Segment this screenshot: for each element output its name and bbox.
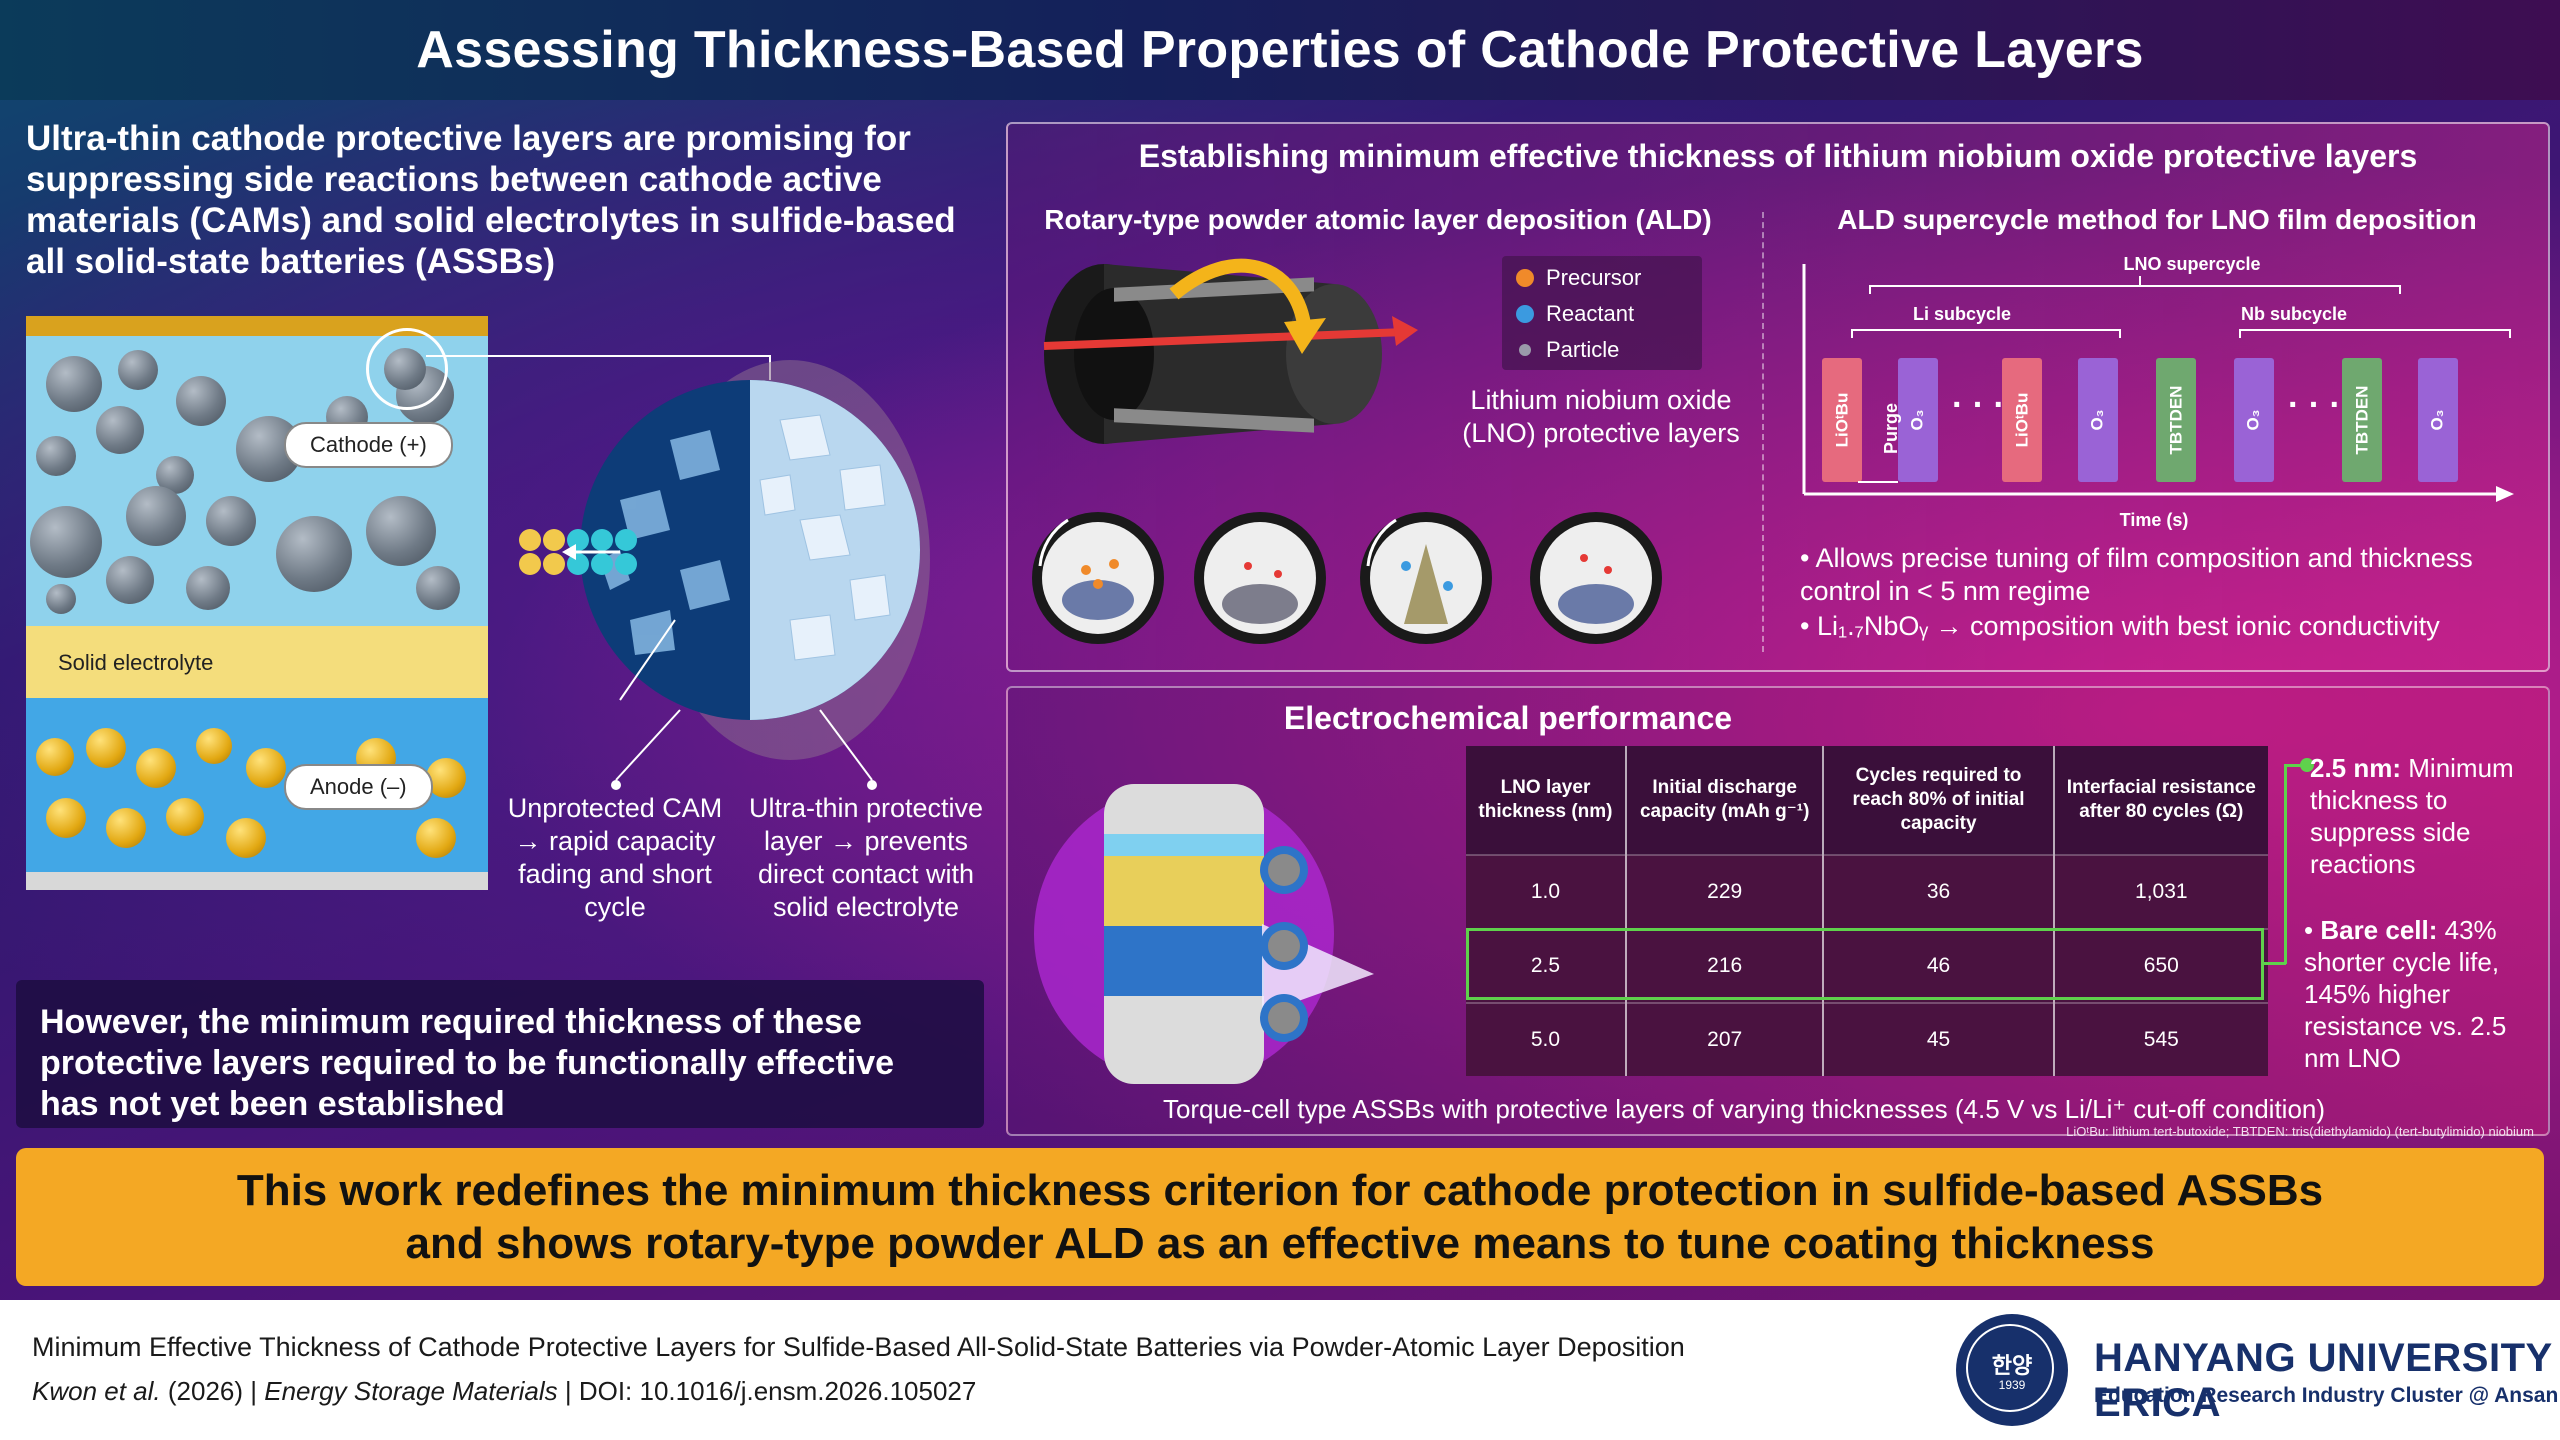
- particle-icon: [1519, 344, 1531, 356]
- solid-electrolyte-layer: Solid electrolyte: [26, 626, 488, 698]
- header-thickness: LNO layer thickness (nm): [1466, 746, 1627, 855]
- cathode-label: Cathode (+): [284, 422, 453, 468]
- o3-bar-1: O₃: [1898, 358, 1938, 482]
- ald-process-steps: [1032, 512, 1662, 644]
- ald-panel-title: Establishing minimum effective thickness…: [1138, 138, 2418, 174]
- current-collector-top: [26, 316, 488, 336]
- ec-panel-title: Electrochemical performance: [1283, 700, 1733, 736]
- legend-precursor: Precursor: [1516, 264, 1641, 292]
- particle-illustration: [426, 355, 930, 790]
- li-precursor-bar-2: LiOᵗBu: [2002, 358, 2042, 482]
- ald-panel: Establishing minimum effective thickness…: [1006, 122, 2550, 672]
- ec-caption: Torque-cell type ASSBs with protective l…: [1162, 1094, 2326, 1124]
- li-subcycle-label: Li subcycle: [1912, 304, 2012, 324]
- note-bare-cell: • Bare cell: 43% shorter cycle life, 145…: [2304, 915, 2507, 1073]
- legend-reactant: Reactant: [1516, 300, 1634, 328]
- cathode-layer: [26, 328, 488, 626]
- university-seal-icon: 한양 1939: [1956, 1314, 2068, 1426]
- rotary-drum-icon: [1043, 258, 1418, 444]
- table-row: 5.0 207 45 545: [1466, 1002, 2268, 1076]
- ellipsis-2: · · ·: [2288, 386, 2341, 424]
- o3-bar-2: O₃: [2078, 358, 2118, 482]
- footer: Minimum Effective Thickness of Cathode P…: [0, 1300, 2560, 1440]
- nb-precursor-bar-2: TBTDEN: [2342, 358, 2382, 482]
- panel-divider: [1762, 212, 1764, 652]
- citation: Kwon et al. (2026) | Energy Storage Mate…: [32, 1376, 977, 1406]
- unprotected-caption: Unprotected CAM → rapid capacity fading …: [507, 793, 723, 922]
- zoom-circle: [366, 328, 448, 410]
- university-name: HANYANG UNIVERSITY ERICA: [2094, 1336, 2552, 1425]
- header-capacity: Initial discharge capacity (mAh g⁻¹): [1625, 746, 1825, 855]
- current-collector-bottom: [26, 872, 488, 890]
- header-resistance: Interfacial resistance after 80 cycles (…: [2053, 746, 2268, 855]
- o3-bar-4: O₃: [2418, 358, 2458, 482]
- highlight-row-box: [1466, 928, 2264, 1000]
- o3-bar-3: O₃: [2234, 358, 2274, 482]
- note-minimum-thickness: 2.5 nm: Minimum thickness to suppress si…: [2310, 753, 2514, 879]
- conclusion-text: This work redefines the minimum thicknes…: [236, 1166, 2324, 1268]
- table-row: 1.0 229 36 1,031: [1466, 854, 2268, 929]
- anode-label: Anode (–): [284, 764, 433, 810]
- rotary-ald-title: Rotary-type powder atomic layer depositi…: [1044, 204, 1712, 235]
- supercycle-title: ALD supercycle method for LNO film depos…: [1837, 204, 2477, 235]
- problem-box: However, the minimum required thickness …: [16, 980, 984, 1128]
- title-bar: Assessing Thickness-Based Properties of …: [0, 0, 2560, 100]
- lno-caption: Lithium niobium oxide (LNO) protective l…: [1462, 385, 1740, 448]
- precursor-icon: [1516, 269, 1534, 287]
- header-cycles: Cycles required to reach 80% of initial …: [1823, 746, 2055, 855]
- nb-precursor-bar-1: TBTDEN: [2156, 358, 2196, 482]
- torque-cell-illustration: [1034, 784, 1374, 1084]
- ald-bullet-2: • Li₁.₇NbOᵧ → composition with best ioni…: [1800, 611, 2440, 641]
- lno-supercycle-label: LNO supercycle: [2123, 254, 2261, 274]
- protected-caption: Ultra-thin protective layer → prevents d…: [748, 793, 984, 922]
- performance-table: LNO layer thickness (nm) Initial dischar…: [1466, 746, 2268, 1076]
- anode-layer: [26, 698, 488, 872]
- solid-electrolyte-label: Solid electrolyte: [58, 650, 214, 675]
- ald-bullet-1: • Allows precise tuning of film composit…: [1800, 543, 2473, 606]
- university-subtitle: Education Research Industry Cluster @ An…: [2094, 1384, 2559, 1407]
- table-row: 2.5 216 46 650: [1466, 928, 2268, 1003]
- paper-title: Minimum Effective Thickness of Cathode P…: [32, 1332, 1685, 1362]
- ellipsis-1: · · ·: [1952, 386, 2005, 424]
- problem-text: However, the minimum required thickness …: [40, 1003, 895, 1123]
- cell-schematic: Cathode (+) Solid electrolyte Anode (–): [26, 316, 488, 890]
- li-precursor-bar-1: LiOᵗBu: [1822, 358, 1862, 482]
- supercycle-brackets: [1851, 276, 2511, 338]
- reactant-icon: [1516, 305, 1534, 323]
- intro-text: Ultra-thin cathode protective layers are…: [26, 119, 956, 281]
- legend-particle: Particle: [1516, 336, 1619, 364]
- conclusion-banner: This work redefines the minimum thicknes…: [16, 1148, 2544, 1286]
- abbreviation-footnote: LiOᵗBu: lithium tert-butoxide; TBTDEN: t…: [2066, 1124, 2534, 1139]
- table-header-row: LNO layer thickness (nm) Initial dischar…: [1466, 746, 2268, 855]
- nb-subcycle-label: Nb subcycle: [2240, 304, 2348, 324]
- page-title: Assessing Thickness-Based Properties of …: [416, 21, 2144, 79]
- time-axis-label: Time (s): [2119, 510, 2189, 530]
- supercycle-axes: [1802, 264, 2514, 502]
- legend-box: Precursor Reactant Particle: [1502, 256, 1702, 370]
